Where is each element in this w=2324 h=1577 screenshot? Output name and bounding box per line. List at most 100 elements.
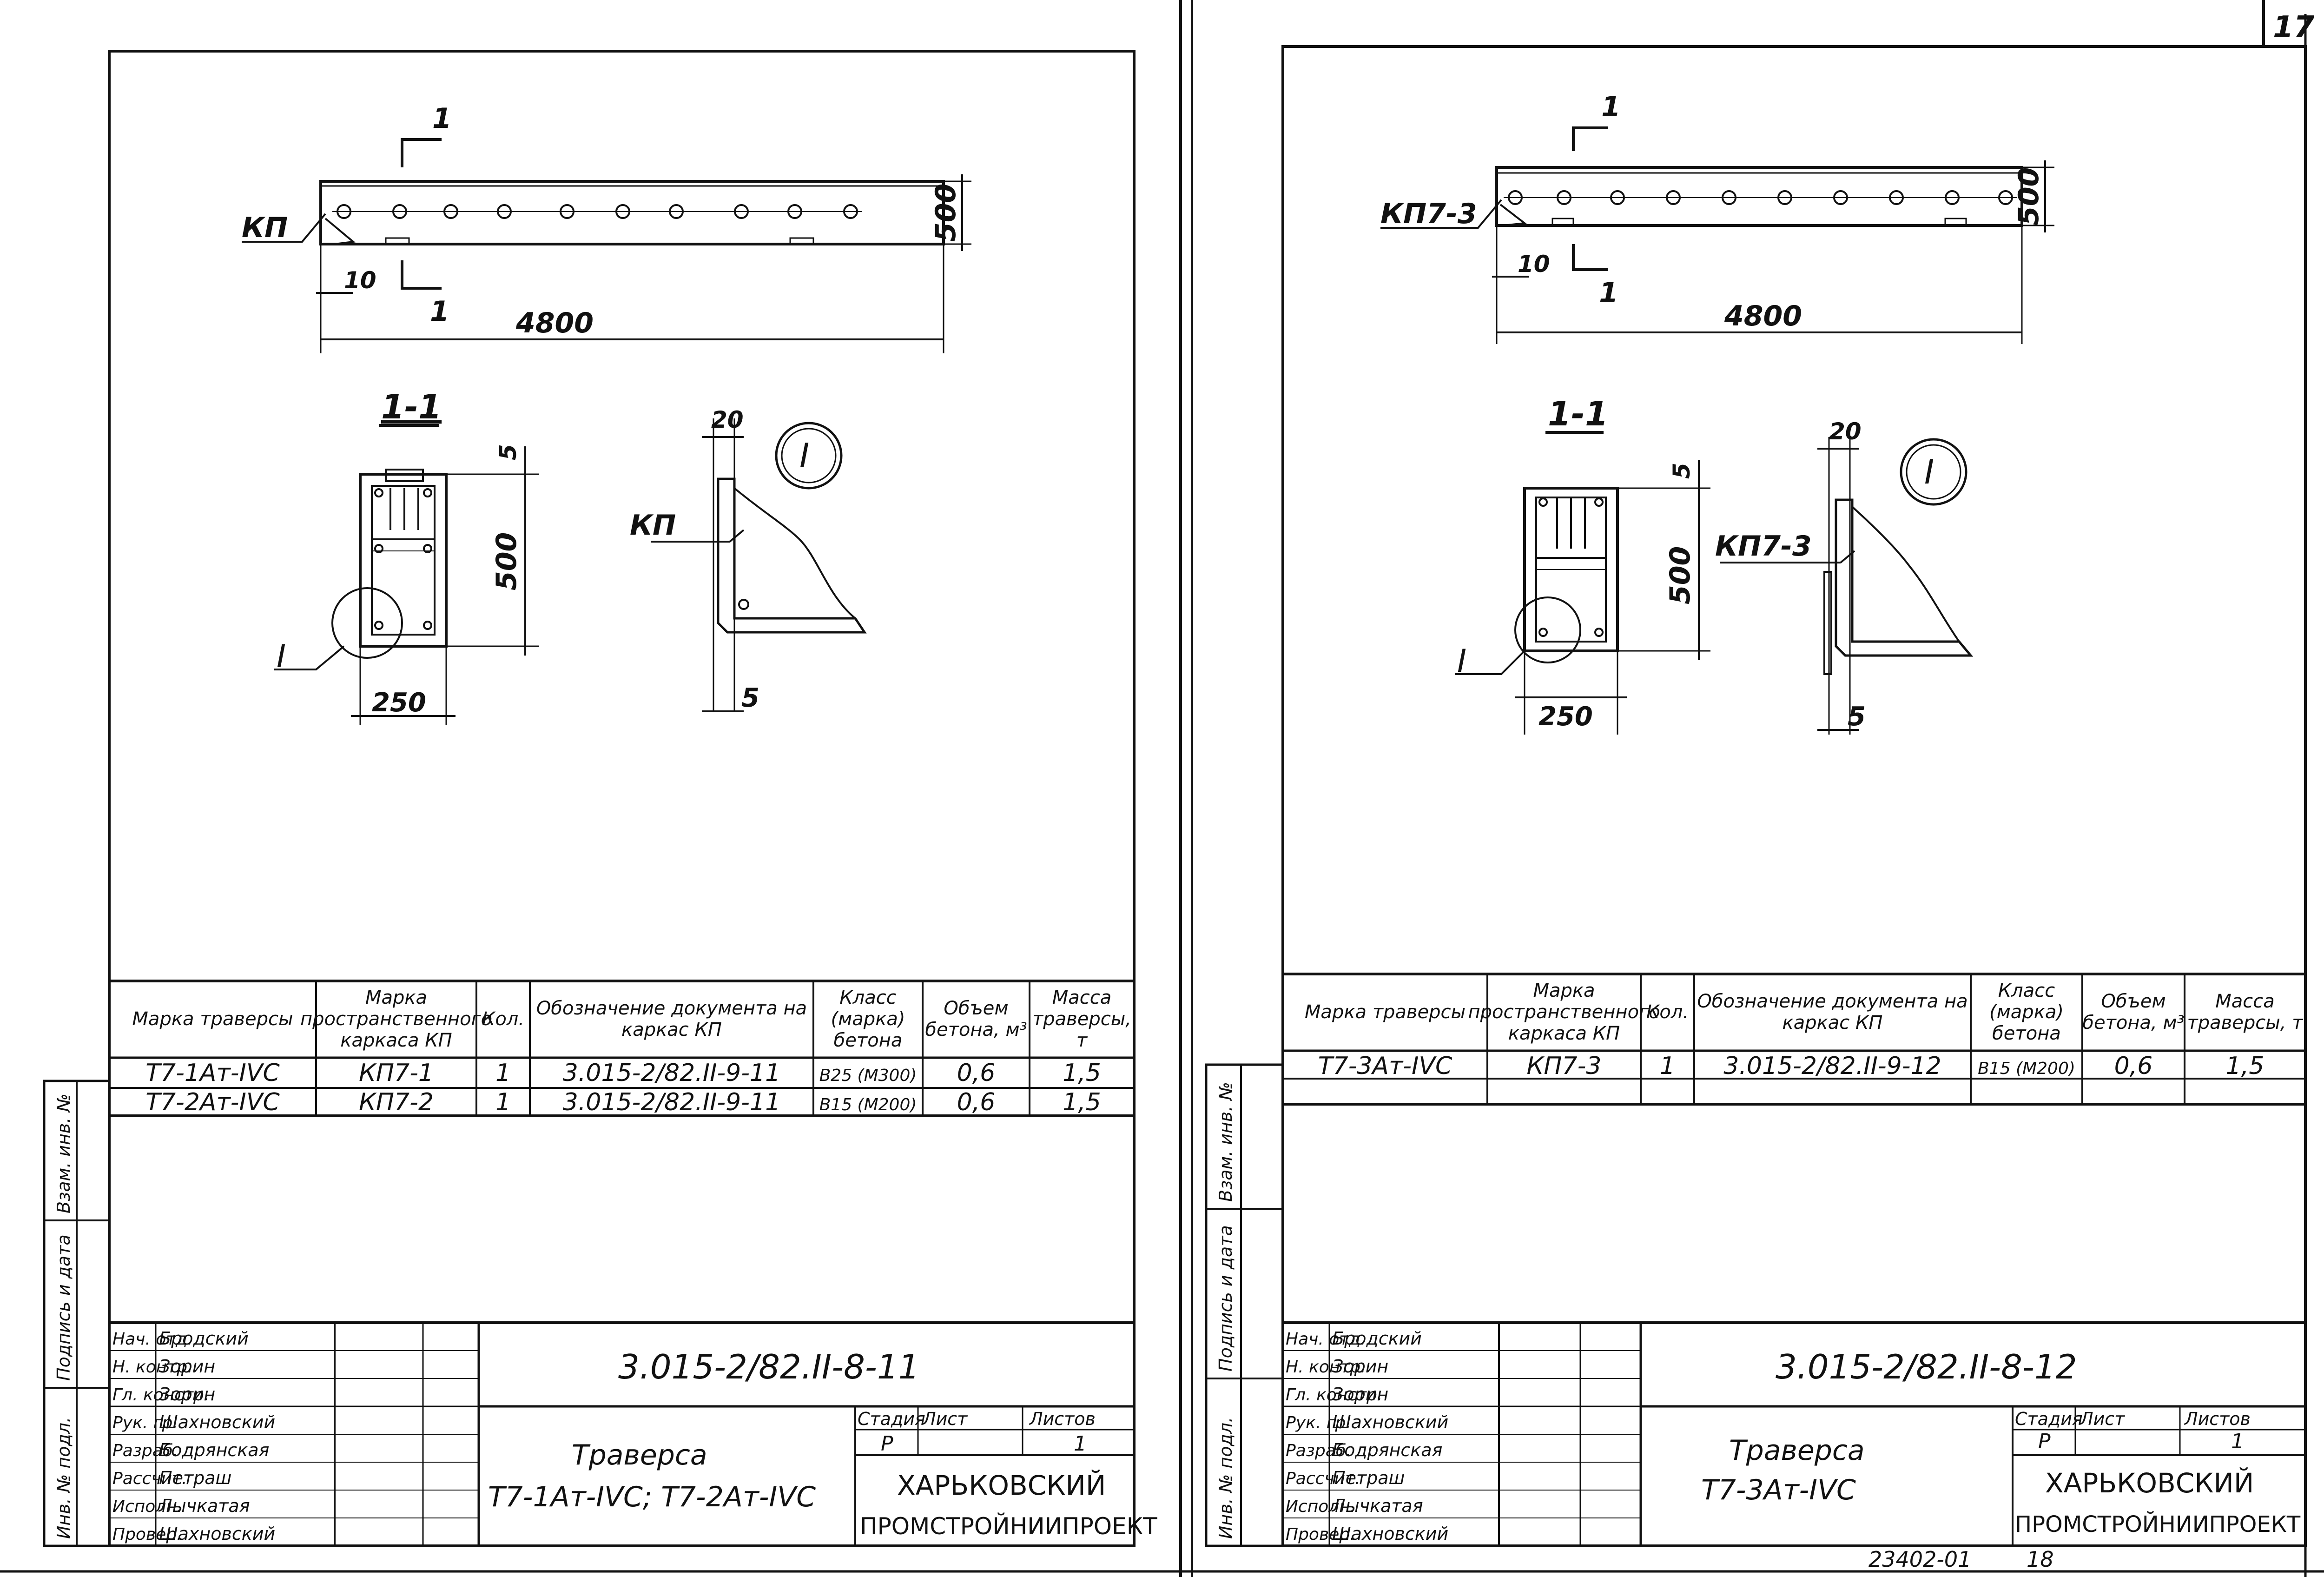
table-row-cell: КП7-3	[1527, 1052, 1602, 1080]
bottom-code: 23402-01	[1868, 1547, 1971, 1572]
left-side-label-inv: Инв. № подл.	[53, 1417, 74, 1539]
left-section-mark-bottom: 1	[430, 295, 449, 328]
stamp-role: Разраб.	[112, 1441, 178, 1460]
stamp-role: Н. контр.	[1286, 1358, 1366, 1377]
left-detail-circle	[775, 422, 843, 490]
stamp-name: Лычкатая	[1331, 1496, 1423, 1516]
stamp-name: Петраш	[159, 1468, 231, 1488]
table-row-cell: 3.015-2/82.II-9-12	[1723, 1052, 1941, 1080]
table-row-cell: 0,6	[2114, 1052, 2153, 1080]
left-stage-value-0: Р	[881, 1432, 893, 1456]
right-section-mark-top: 1	[1601, 91, 1621, 123]
left-stage-value-2: 1	[1074, 1432, 1087, 1456]
left-detail-mark: КП	[630, 509, 676, 542]
right-section-view: 1-1 I 500 5 250	[1455, 394, 1710, 735]
left-section-mark-top: 1	[432, 102, 452, 135]
table-header-cell: Марка траверсы	[132, 1008, 293, 1030]
right-stage-label-0: Стадия	[2015, 1409, 2083, 1429]
right-stage-value-2: 1	[2231, 1430, 2244, 1453]
stamp-role: Разраб.	[1286, 1441, 1351, 1460]
table-row-cell: 1	[495, 1088, 511, 1116]
table-header-cell: Класс(марка)бетона	[831, 987, 905, 1051]
left-section-dim-500: 500	[490, 532, 523, 590]
left-section-view: 1-1 I 500 5	[274, 387, 539, 725]
right-title-line2: Т7-3Ат-IVC	[1701, 1474, 1856, 1506]
right-plan-dim-offset: 10	[1518, 251, 1550, 278]
right-section-dim-500: 500	[1664, 546, 1697, 604]
stamp-role: Гл. констр.	[1286, 1385, 1382, 1405]
right-detail-view: I 20 КП7-3 5	[1715, 418, 1974, 735]
right-detail-dim-20: 20	[1829, 418, 1862, 445]
bottom-page: 18	[2027, 1547, 2054, 1572]
left-stage-label-2: Листов	[1029, 1409, 1096, 1429]
stamp-name: Бодрянская	[1332, 1440, 1442, 1460]
table-row-cell: 1	[495, 1059, 511, 1087]
stamp-name: Бодрянская	[159, 1440, 269, 1460]
stamp-role: Нач. отд.	[112, 1330, 193, 1349]
left-title-line2: Т7-1Ат-IVC; Т7-2Ат-IVC	[488, 1481, 816, 1513]
left-org-line1: ХАРЬКОВСКИЙ	[897, 1469, 1106, 1501]
table-row-cell: 0,6	[957, 1059, 996, 1087]
left-plan-mark: КП	[242, 212, 288, 244]
table-row-cell: B15 (M200)	[1978, 1059, 2075, 1078]
stamp-name: Шахновский	[1332, 1412, 1448, 1432]
left-side-label-sign: Подпись и дата	[53, 1234, 74, 1381]
right-detail-circle	[1900, 438, 1967, 506]
right-stage-label-1: Лист	[2079, 1409, 2126, 1429]
stamp-role: Рассчит.	[1286, 1469, 1360, 1488]
stamp-name: Зорин	[159, 1356, 215, 1377]
left-stage-label-0: Стадия	[858, 1409, 925, 1429]
page-number: 17	[2273, 10, 2315, 45]
left-section-dim-250: 250	[372, 688, 426, 718]
right-plan-view: 1 1 КП7-3 4800 500 10	[1380, 91, 2054, 344]
stamp-name: Бродский	[1332, 1328, 1422, 1349]
right-org-line2: ПРОМСТРОЙНИИПРОЕКТ	[2015, 1511, 2301, 1537]
stamp-name: Шахновский	[159, 1412, 275, 1432]
right-detail-dim-5: 5	[1848, 702, 1866, 732]
stamp-role: Н. контр.	[112, 1358, 193, 1377]
table-row-cell: 1	[1660, 1052, 1675, 1080]
right-section-title: 1-1	[1548, 394, 1608, 433]
right-plan-dim-height: 500	[2013, 167, 2045, 225]
right-doc-code: 3.015-2/82.II-8-12	[1776, 1347, 2077, 1386]
table-row-cell: КП7-2	[359, 1088, 434, 1116]
right-side-label-vzam: Взам. инв. №	[1215, 1082, 1236, 1202]
right-side-label-inv: Инв. № подл.	[1215, 1417, 1236, 1539]
left-stage-label-1: Лист	[922, 1409, 968, 1429]
table-row-cell: B15 (M200)	[819, 1095, 917, 1114]
stamp-role: Нач. отд.	[1286, 1330, 1366, 1349]
left-doc-code: 3.015-2/82.II-8-11	[618, 1347, 920, 1386]
left-section-dim-5: 5	[495, 444, 522, 460]
stamp-name: Зорин	[159, 1384, 215, 1405]
stamp-role: Провер.	[1286, 1525, 1355, 1544]
right-sheet-frame	[1281, 45, 2307, 1547]
left-detail-dim-5: 5	[741, 683, 759, 713]
table-header-cell: Марка траверсы	[1305, 1001, 1466, 1023]
left-detail-view: I 20 КП 5	[630, 406, 867, 713]
left-plan-dim-offset: 10	[344, 267, 376, 294]
left-detail-callout: I	[799, 436, 809, 475]
left-detail-dim-20: 20	[711, 406, 744, 433]
table-header-cell: Кол.	[482, 1008, 524, 1030]
left-title-line1: Траверса	[572, 1439, 707, 1471]
right-detail-mark: КП7-3	[1715, 530, 1812, 563]
stamp-role: Исполн.	[112, 1497, 182, 1516]
right-org-line1: ХАРЬКОВСКИЙ	[2045, 1467, 2254, 1499]
stamp-name: Шахновский	[1332, 1524, 1448, 1544]
stamp-role: Рассчит.	[112, 1469, 187, 1488]
stamp-role: Провер.	[112, 1525, 182, 1544]
table-header-cell: Класс(марка)бетона	[1989, 980, 2064, 1044]
stamp-role: Рук. гр.	[112, 1413, 178, 1432]
table-row-cell: Т7-3Ат-IVC	[1318, 1052, 1452, 1080]
table-row-cell: Т7-1Ат-IVC	[145, 1059, 280, 1087]
